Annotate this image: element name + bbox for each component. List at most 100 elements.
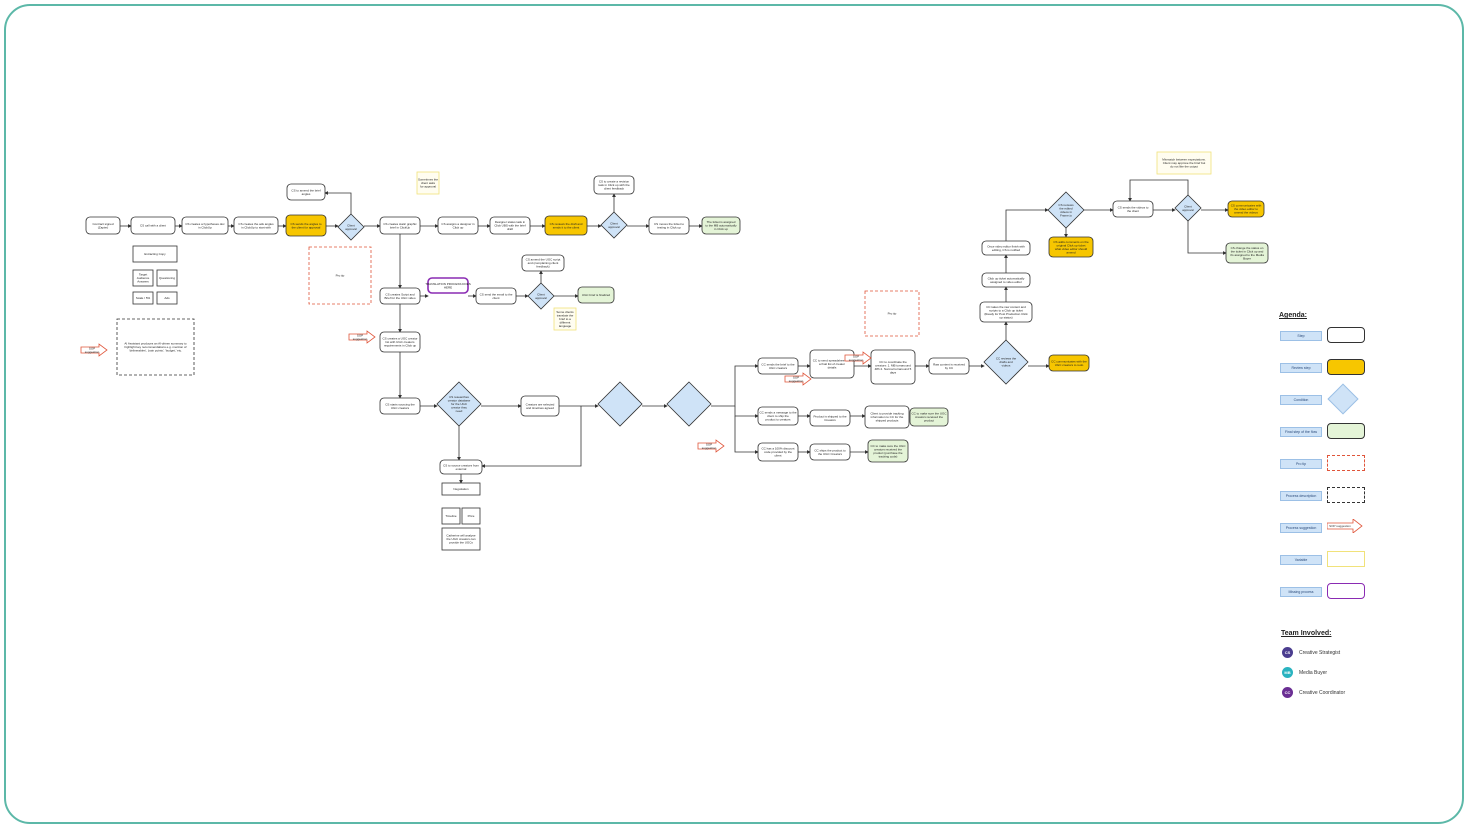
legend-shape-missing (1327, 583, 1365, 599)
connector-47 (1187, 221, 1227, 255)
node-cs-call: CS call with a client (130, 216, 176, 235)
connector-6 (324, 191, 352, 214)
connector-30 (734, 416, 759, 454)
ugc_final-label: UGC brief is finalized (582, 293, 611, 297)
legend-shape-review (1327, 359, 1365, 375)
node-negotiation: Negotiation (441, 482, 481, 496)
legend-label-review: Review step (1280, 363, 1322, 373)
node-ads: Ads (156, 291, 178, 305)
connector-50 (481, 406, 582, 468)
connector-43 (1005, 208, 1049, 241)
existing_copy-label: Extracting Copy (144, 252, 166, 256)
decision-d-extra1 (597, 381, 643, 427)
ads-label: Ads (164, 296, 170, 300)
pro_tip_1-label: Pro tip (336, 273, 345, 277)
contract-label: Contract signed(Zapier) (92, 222, 113, 230)
legend-shape-step (1327, 327, 1365, 343)
team-name-mb: Media Buyer (1299, 670, 1328, 676)
node-scale: Scale / 5% (132, 291, 154, 305)
node-existing-copy: Extracting Copy (132, 245, 178, 263)
legend-label-protip: Pro tip (1280, 459, 1322, 469)
legend-shape-variable (1327, 551, 1365, 567)
team-avatar-cs: CS (1282, 647, 1293, 658)
price-label: Price (468, 514, 475, 518)
legend-label-condition: Condition (1280, 395, 1322, 405)
legend-shape-suggestion: SOP suggestion (1326, 518, 1363, 534)
legend-label-missing: Missing process (1280, 587, 1322, 597)
team-title: Team Involved: (1281, 630, 1332, 637)
legend-label-final: Final step of the flow (1280, 427, 1322, 437)
legend-label-process: Process description (1280, 491, 1322, 501)
node-pro-tip-2: Pro tip (864, 290, 920, 337)
legend-label-variable: Variable (1280, 555, 1322, 565)
negotiation-label: Negotiation (453, 487, 469, 491)
cs_call-label: CS call with a client (140, 223, 166, 227)
